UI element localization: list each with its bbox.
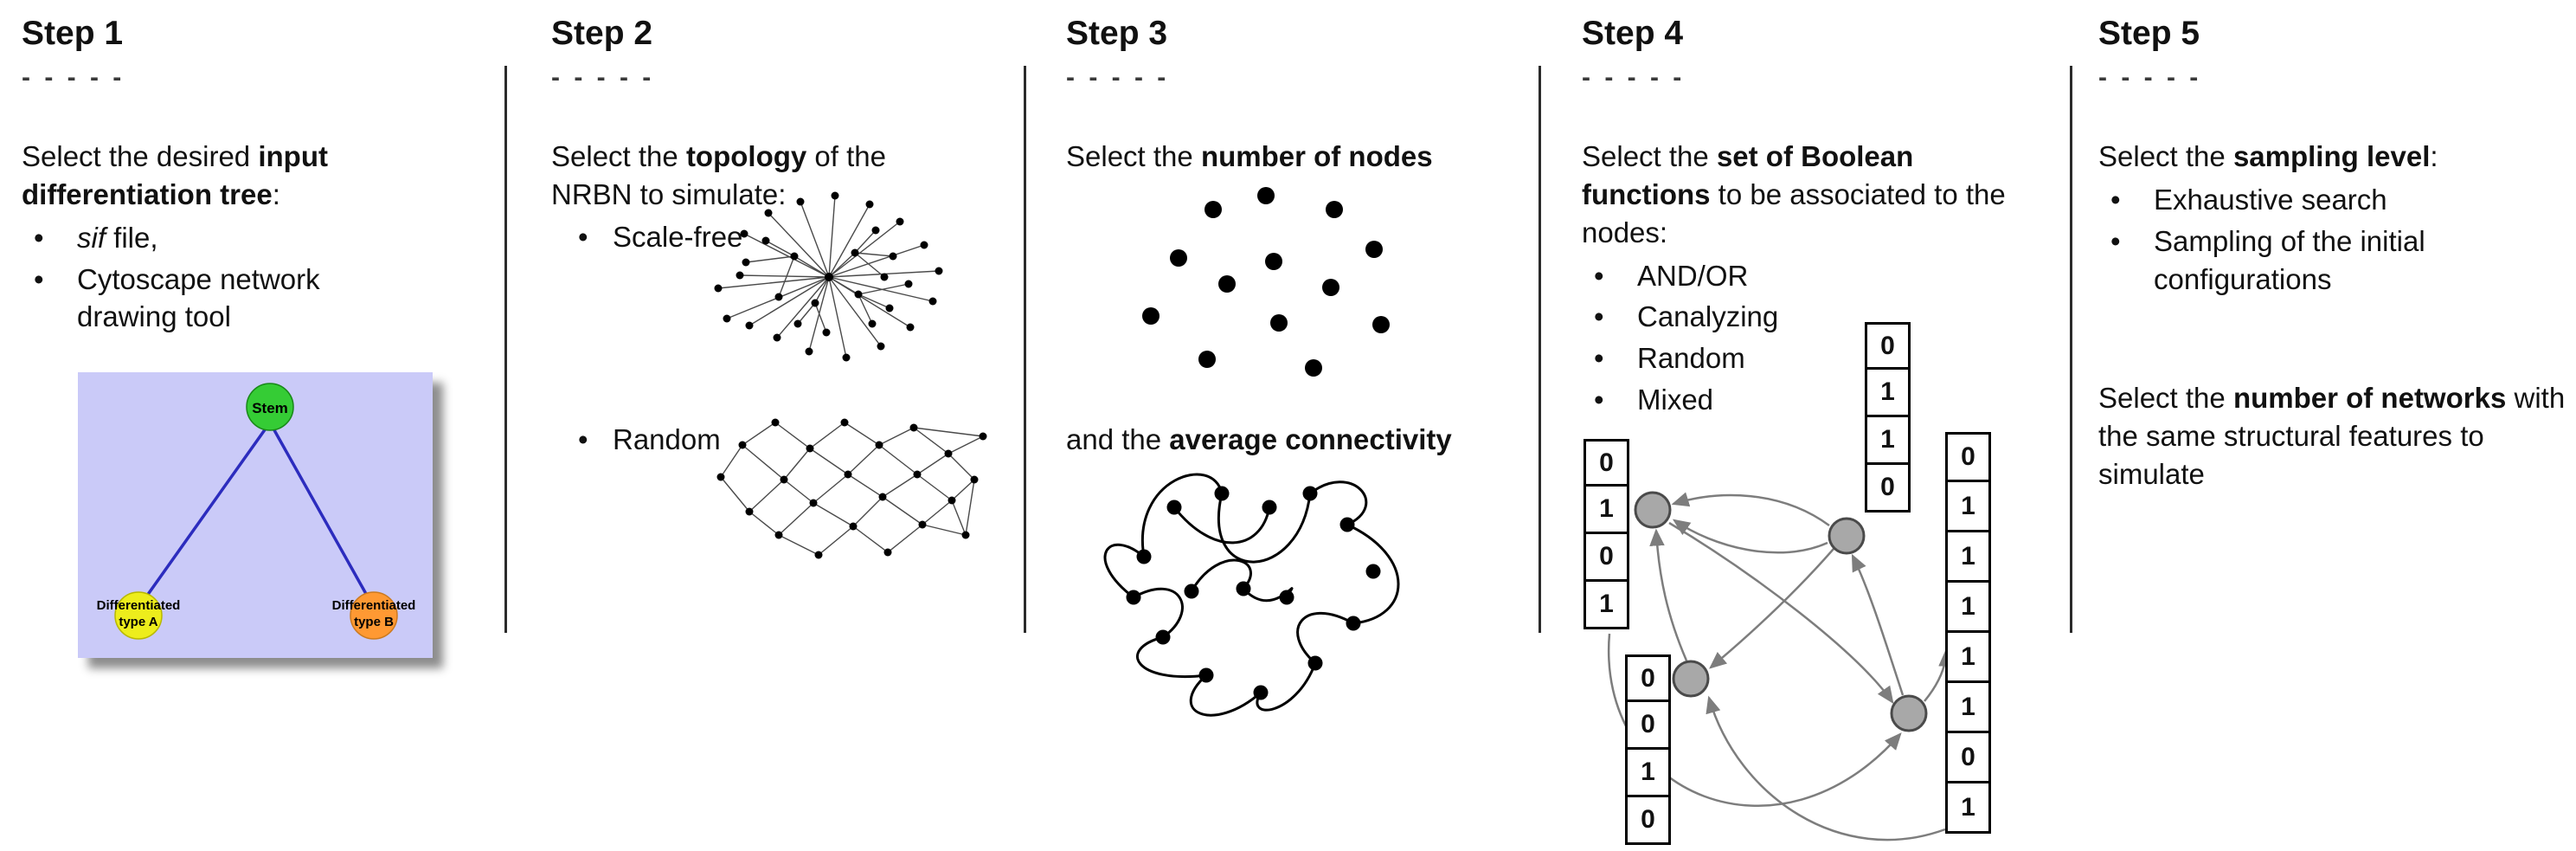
column-divider-3 xyxy=(1539,66,1541,633)
step-2-dashes: - - - - - xyxy=(551,62,655,92)
type-b-label-line2: type B xyxy=(354,615,394,629)
table-cell: 1 xyxy=(1865,370,1911,417)
bullet-sif-file: sif file, xyxy=(22,219,359,257)
random-network-illustration xyxy=(716,418,987,559)
step-4-intro: Select the set of Boolean functions to b… xyxy=(1582,139,2006,248)
table-cell: 0 xyxy=(1625,797,1671,845)
step-1-bullet-list: sif file, Cytoscape network drawing tool xyxy=(22,219,359,337)
network-node xyxy=(1634,491,1672,529)
step-5-intro: Select the sampling level: xyxy=(2098,139,2438,172)
step-5-column: Step 5 - - - - - Select the sampling lev… xyxy=(2098,15,2573,299)
step-4-column: Step 4 - - - - - Select the set of Boole… xyxy=(1582,15,2036,420)
table-cell: 1 xyxy=(1865,417,1911,465)
type-a-label-line1: Differentiated xyxy=(97,598,181,613)
table-cell: 0 xyxy=(1945,733,1991,783)
step-2-title: Step 2 xyxy=(551,15,653,52)
step-3-title: Step 3 xyxy=(1066,15,1168,52)
network-node xyxy=(1672,660,1710,698)
truth-table-right: 0 1 1 1 1 1 0 1 xyxy=(1945,432,1991,834)
step-2-column: Step 2 - - - - - Select the topology of … xyxy=(551,15,967,214)
boolean-network-diagram: 0 1 0 1 0 1 1 0 0 0 1 0 0 1 1 1 1 1 0 1 xyxy=(1582,312,2019,851)
bullet-canalyzing: Canalyzing xyxy=(1582,298,2036,336)
bullet-mixed: Mixed xyxy=(1582,381,2036,419)
tree-edge-left xyxy=(137,421,272,609)
bullet-random-functions: Random xyxy=(1582,339,2036,377)
table-cell: 0 xyxy=(1945,432,1991,482)
type-b-node xyxy=(350,591,398,640)
table-cell: 1 xyxy=(1945,482,1991,532)
step-4-title: Step 4 xyxy=(1582,15,1684,52)
table-cell: 1 xyxy=(1945,683,1991,733)
bullet-scale-free: Scale-free xyxy=(578,218,742,256)
bullet-exhaustive-search: Exhaustive search xyxy=(2098,181,2573,219)
table-cell: 0 xyxy=(1625,654,1671,702)
column-divider-4 xyxy=(2070,66,2072,633)
step-5-title: Step 5 xyxy=(2098,15,2200,52)
column-divider-2 xyxy=(1024,66,1026,633)
table-cell: 0 xyxy=(1625,702,1671,750)
table-cell: 1 xyxy=(1945,583,1991,633)
stem-node xyxy=(246,383,294,431)
step-1-intro: Select the desired input differentiation… xyxy=(22,139,328,210)
step-1-dashes: - - - - - xyxy=(22,62,125,92)
table-cell: 1 xyxy=(1945,633,1991,683)
network-node xyxy=(1890,694,1928,732)
step-4-bullet-list: AND/OR Canalyzing Random Mixed xyxy=(1582,257,2036,420)
boolean-network-graph xyxy=(1607,491,1954,841)
step-4-dashes: - - - - - xyxy=(1582,62,1686,92)
step-2-intro: Select the topology of the NRBN to simul… xyxy=(551,139,886,210)
table-cell: 1 xyxy=(1584,582,1629,629)
tree-edge-right xyxy=(268,422,376,609)
table-cell: 1 xyxy=(1945,783,1991,834)
type-b-label-line1: Differentiated xyxy=(332,598,416,613)
step-1-column: Step 1 - - - - - Select the desired inpu… xyxy=(22,15,493,337)
differentiation-tree-svg: Stem Differentiated type A Differentiate… xyxy=(78,372,433,658)
truth-table-top: 0 1 1 0 xyxy=(1865,322,1911,513)
bullet-cytoscape: Cytoscape network drawing tool xyxy=(22,261,359,337)
table-cell: 1 xyxy=(1625,750,1671,797)
column-divider-1 xyxy=(504,66,507,633)
table-cell: 0 xyxy=(1584,534,1629,582)
table-cell: 0 xyxy=(1584,439,1629,487)
step-5-dashes: - - - - - xyxy=(2098,62,2202,92)
step-3-column: Step 3 - - - - - Select the number of no… xyxy=(1066,15,1538,176)
type-a-label-line2: type A xyxy=(119,615,157,629)
bullet-sampling-initial: Sampling of the initial configurations xyxy=(2098,222,2573,299)
table-cell: 0 xyxy=(1865,322,1911,370)
scale-free-network-illustration xyxy=(714,191,943,362)
type-a-node xyxy=(114,591,163,640)
table-cell: 1 xyxy=(1584,487,1629,534)
differentiation-tree-illustration: Stem Differentiated type A Differentiate… xyxy=(78,372,433,658)
connectivity-tangle-illustration xyxy=(1103,473,1400,717)
step-3-dashes: - - - - - xyxy=(1066,62,1170,92)
step-5-bullet-list: Exhaustive search Sampling of the initia… xyxy=(2098,181,2573,299)
truth-table-bottom: 0 0 1 0 xyxy=(1625,654,1671,845)
stem-label: Stem xyxy=(252,400,288,416)
step-1-title: Step 1 xyxy=(22,15,124,52)
truth-table-left: 0 1 0 1 xyxy=(1584,439,1629,629)
step-3-line2: and the average connectivity xyxy=(1066,423,1452,455)
nodes-dots-illustration xyxy=(1142,187,1390,377)
step-3-line1: Select the number of nodes xyxy=(1066,139,1433,172)
network-node xyxy=(1828,517,1866,555)
table-cell: 1 xyxy=(1945,532,1991,583)
table-cell: 0 xyxy=(1865,465,1911,513)
step-5-networks-paragraph: Select the number of networks with the s… xyxy=(2098,382,2566,490)
bullet-and-or: AND/OR xyxy=(1582,257,2036,295)
bullet-random: Random xyxy=(578,421,721,459)
